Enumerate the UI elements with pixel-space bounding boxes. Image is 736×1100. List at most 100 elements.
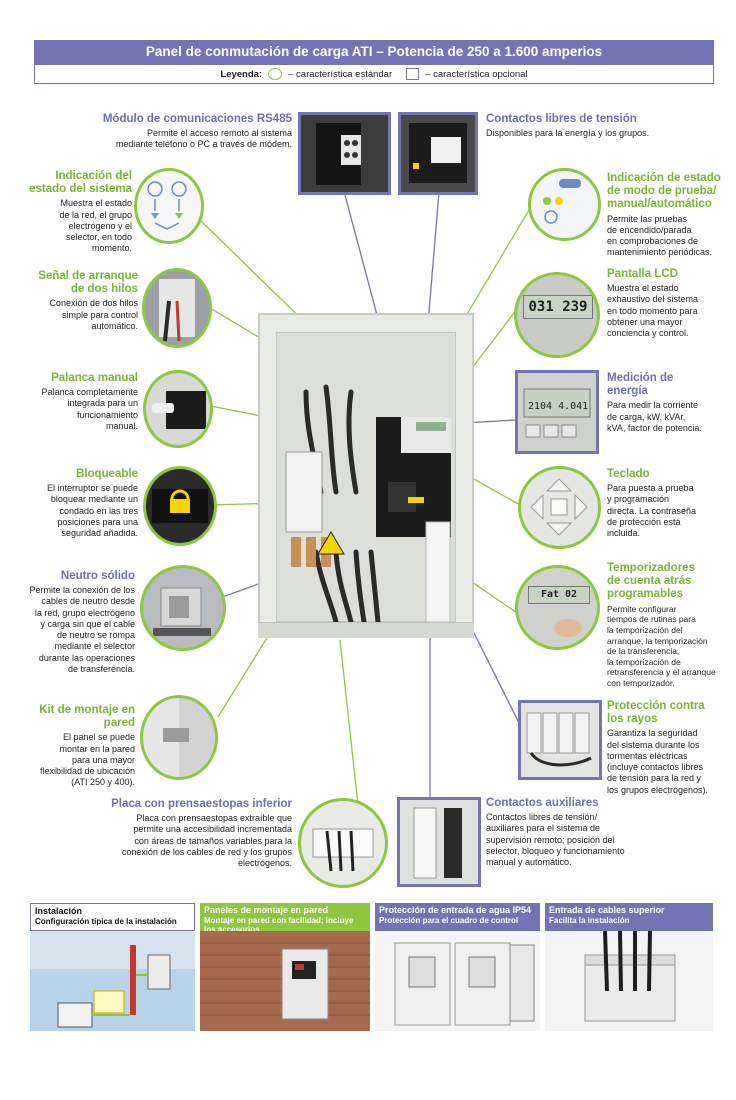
feature-lcd-title: Pantalla LCD xyxy=(607,268,678,280)
strip-top-entry-sub: Facilita la instalación xyxy=(549,915,630,925)
feature-wall-mount: Kit de montaje en pared El panel se pued… xyxy=(20,704,135,789)
strip-wall-panels-header: Paneles de montaje en pared Montaje en p… xyxy=(200,903,370,934)
feature-lockable-desc: El interruptor se puede bloquear mediant… xyxy=(46,483,138,539)
lever-drawing xyxy=(152,391,206,429)
feature-aux-contacts-title: Contactos auxiliares xyxy=(486,797,599,809)
strip-installation-header: Instalación Configuración típica de la i… xyxy=(30,903,195,931)
strip-wall-panels-sub: Montaje en pared con facilidad; incluye … xyxy=(204,915,354,935)
feature-metering-desc: Para medir la corriente de carga, kW, kV… xyxy=(607,400,702,433)
contacts-drawing xyxy=(409,123,467,183)
feature-metering-title: Medición de energía xyxy=(607,372,674,398)
feature-two-wire-desc: Conexión de dos hilos simple para contro… xyxy=(49,298,138,331)
status-diagram-icon xyxy=(147,181,187,230)
feature-wall-mount-title: Kit de montaje en pared xyxy=(39,704,135,730)
voltage-free-contacts-photo xyxy=(398,112,478,195)
feature-solid-neutral-desc: Permite la conexión de los cables de neu… xyxy=(29,585,135,674)
strip-top-entry-header: Entrada de cables superior Facilita la i… xyxy=(545,903,713,931)
cabinet-internals-drawing xyxy=(285,384,451,622)
feature-manual-lever-desc: Palanca completamente integrada para un … xyxy=(41,387,138,431)
test-mode-indication-photo xyxy=(528,168,601,241)
padlock-drawing xyxy=(152,489,208,523)
solid-neutral-photo xyxy=(140,565,226,651)
wall-mount-kit-photo xyxy=(140,695,218,780)
lightning-protection-photo xyxy=(518,700,602,780)
page-title: Panel de conmutación de carga ATI – Pote… xyxy=(34,40,714,64)
lcd-screen-photo: 031 239 xyxy=(514,272,600,358)
strip-wall-panels-image xyxy=(200,931,370,1031)
timer-reading: Fat 02 xyxy=(528,586,590,604)
wiring-drawing xyxy=(159,279,195,342)
strip-top-entry-title: Entrada de cables superior xyxy=(549,905,665,915)
gland-drawing xyxy=(312,828,374,872)
cabinet-lcd-screen xyxy=(416,422,446,431)
mode-diagram-icon xyxy=(543,179,581,224)
feature-lockable: Bloqueable El interruptor se puede bloqu… xyxy=(20,468,138,539)
feature-aux-contacts: Contactos auxiliares Contactos libres de… xyxy=(486,797,666,868)
energy-metering-photo: 2104 4.041 xyxy=(515,370,599,454)
feature-mode-status: Indicación de estado de modo de prueba/ … xyxy=(607,172,732,259)
two-wire-start-photo xyxy=(142,268,212,348)
strip-installation-sub: Configuración típica de la instalación xyxy=(35,916,177,926)
feature-mode-status-title: Indicación de estado de modo de prueba/ … xyxy=(607,172,721,211)
feature-voltage-free-title: Contactos libres de tensión xyxy=(486,113,637,125)
installation-diagram xyxy=(30,931,195,1031)
lockable-switch-photo xyxy=(143,466,217,546)
feature-solid-neutral-title: Neutro sólido xyxy=(60,570,135,582)
top-entry-drawing xyxy=(584,931,676,1022)
feature-keypad-title: Teclado xyxy=(607,468,650,480)
system-status-indication-photo xyxy=(134,168,204,244)
keypad-drawing xyxy=(530,478,588,536)
legend-optional-square-icon xyxy=(406,68,420,80)
feature-lockable-title: Bloqueable xyxy=(76,468,138,480)
terminal-block-drawing xyxy=(413,807,462,879)
feature-system-status: Indicación del estado del sistema Muestr… xyxy=(20,170,132,255)
feature-gland-plate: Placa con prensaestopas inferior Placa c… xyxy=(70,798,292,869)
feature-two-wire: Señal de arranque de dos hilos Conexión … xyxy=(20,270,138,332)
bracket-drawing xyxy=(163,698,215,777)
feature-rs485: Módulo de comunicaciones RS485 Permite e… xyxy=(100,113,292,151)
strip-ip54-title: Protección de entrada de agua IP54 xyxy=(379,905,532,915)
surge-drawing xyxy=(526,712,592,767)
svg-text:2104 4.041: 2104 4.041 xyxy=(528,401,588,412)
feature-lcd: Pantalla LCD Muestra el estado exhaustiv… xyxy=(607,268,732,339)
feature-wall-mount-desc: El panel se puede montar en la pared par… xyxy=(39,732,135,788)
feature-solid-neutral: Neutro sólido Permite la conexión de los… xyxy=(20,570,135,675)
feature-lightning-desc: Garantiza la seguridad del sistema duran… xyxy=(607,728,709,795)
strip-ip54-sub: Protección para el cuadro de control xyxy=(379,915,519,925)
feature-aux-contacts-desc: Contactos libres de tensión/ auxiliares … xyxy=(486,812,625,868)
gland-plate-photo xyxy=(298,798,388,888)
feature-keypad: Teclado Para puesta a prueba y programac… xyxy=(607,468,732,539)
feature-timers-title: Temporizadores de cuenta atrás programab… xyxy=(607,562,695,601)
strip-ip54-header: Protección de entrada de agua IP54 Prote… xyxy=(375,903,540,931)
meter-drawing: 2104 4.041 xyxy=(523,388,591,438)
strip-installation-image xyxy=(30,931,195,1031)
cabinet-bottom-plate xyxy=(258,622,474,638)
feature-lightning: Protección contra los rayos Garantiza la… xyxy=(607,700,733,796)
legend-standard-text: – característica estándar xyxy=(288,68,393,80)
strip-ip54-image xyxy=(375,931,540,1031)
strip-top-entry-image xyxy=(545,931,713,1031)
feature-voltage-free: Contactos libres de tensión Disponibles … xyxy=(486,113,716,139)
legend-optional-text: – característica opcional xyxy=(425,68,528,80)
neutral-drawing xyxy=(153,587,211,636)
strip-wall-panels-title: Paneles de montaje en pared xyxy=(204,905,329,915)
keypad-photo xyxy=(518,466,601,549)
feature-manual-lever-title: Palanca manual xyxy=(51,372,138,384)
legend-standard-circle-icon xyxy=(268,68,283,80)
feature-metering: Medición de energía Para medir la corrie… xyxy=(607,372,732,434)
legend: Leyenda: – característica estándar – car… xyxy=(34,64,714,84)
feature-timers: Temporizadores de cuenta atrás programab… xyxy=(607,562,732,689)
feature-gland-plate-desc: Placa con prensaestopas extraíble que pe… xyxy=(121,813,292,869)
feature-mode-status-desc: Permite las pruebas de encendido/parada … xyxy=(607,213,713,258)
feature-lightning-title: Protección contra los rayos xyxy=(607,700,705,726)
manual-lever-photo xyxy=(143,370,213,448)
auxiliary-contacts-photo xyxy=(397,797,481,887)
feature-lcd-desc: Muestra el estado exhaustivo del sistema… xyxy=(607,283,699,339)
legend-label: Leyenda: xyxy=(220,68,263,80)
feature-voltage-free-desc: Disponibles para la energía y los grupos… xyxy=(486,128,650,139)
rs485-drawing xyxy=(316,123,361,185)
feature-gland-plate-title: Placa con prensaestopas inferior xyxy=(111,798,292,810)
feature-system-status-title: Indicación del estado del sistema xyxy=(29,170,132,196)
ip54-cabinets-drawing xyxy=(394,942,535,1026)
lcd-reading: 031 239 xyxy=(523,295,593,319)
